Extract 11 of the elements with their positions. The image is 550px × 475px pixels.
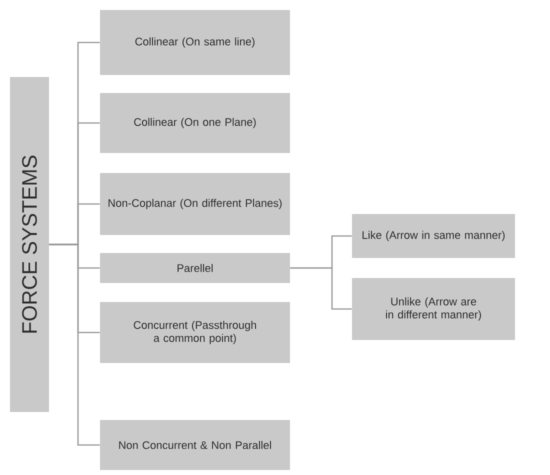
category-box: Non-Coplanar (On different Planes) bbox=[100, 173, 290, 235]
category-box: Concurrent (Passthrough a common point) bbox=[100, 302, 290, 363]
connector-line bbox=[290, 267, 352, 310]
connector-line bbox=[49, 244, 100, 446]
category-box: Non Concurrent & Non Parallel bbox=[100, 420, 290, 470]
category-box: Collinear (On same line) bbox=[100, 10, 290, 75]
category-box: Collinear (On one Plane) bbox=[100, 93, 290, 153]
category-box: Parellel bbox=[100, 253, 290, 283]
category-box: FORCE SYSTEMS bbox=[10, 77, 49, 412]
category-box: Like (Arrow in same manner) bbox=[352, 214, 515, 258]
category-box: Unlike (Arrow are in different manner) bbox=[352, 278, 515, 340]
